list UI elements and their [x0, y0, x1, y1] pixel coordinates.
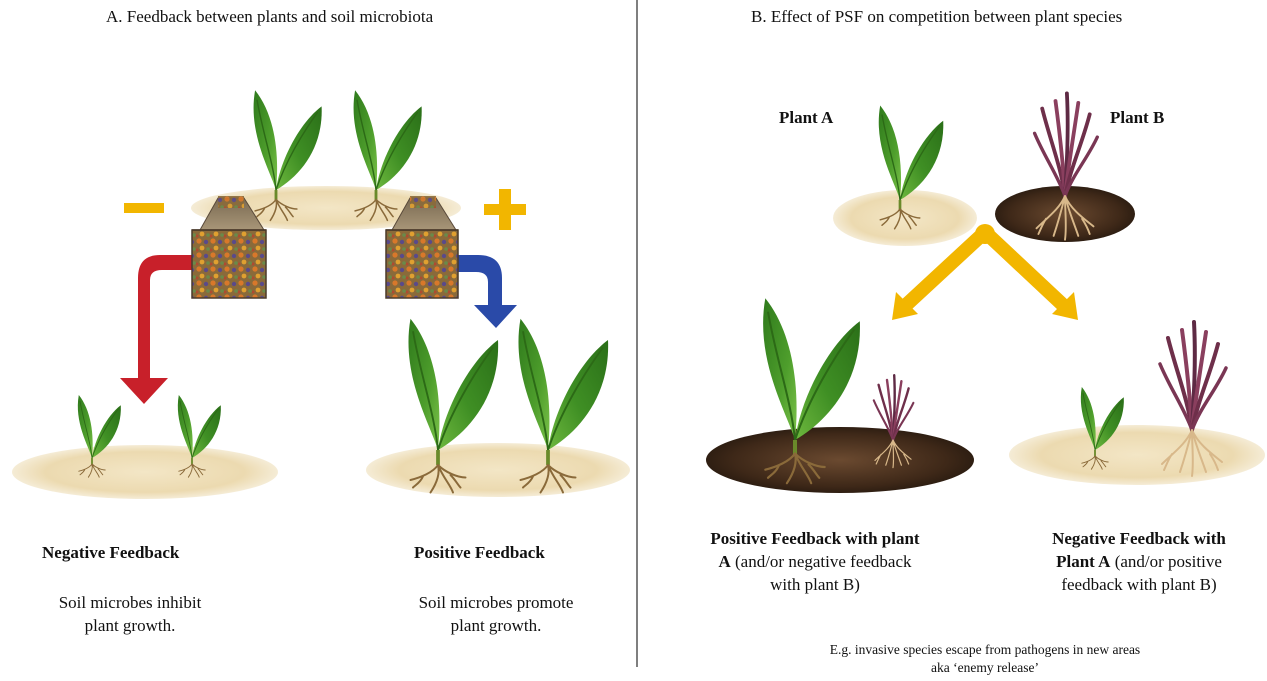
right-outcome-line2-bold: Plant A: [1056, 552, 1110, 571]
footnote-line2: aka ‘enemy release’: [760, 659, 1210, 677]
outcome-right-soil: [1009, 425, 1265, 485]
left-outcome-line3: with plant B): [670, 573, 960, 596]
negative-feedback-heading: Negative Feedback: [42, 543, 179, 563]
footnote-line1: E.g. invasive species escape from pathog…: [760, 641, 1210, 659]
panel-a-title: A. Feedback between plants and soil micr…: [106, 7, 433, 27]
positive-feedback-desc: Soil microbes promote plant growth.: [384, 591, 608, 637]
plus-sign: [484, 189, 526, 230]
pos-soil-disk: [366, 443, 630, 497]
neg-soil-disk: [12, 445, 278, 499]
left-outcome-line1: Positive Feedback with plant: [710, 529, 919, 548]
left-outcome-line2-rest: (and/or negative feedback: [731, 552, 912, 571]
positive-desc-line1: Soil microbes promote: [384, 591, 608, 614]
plant-a-label: Plant A: [779, 108, 833, 128]
negative-feedback-desc: Soil microbes inhibit plant growth.: [20, 591, 240, 637]
red-arrow: [120, 255, 192, 404]
negative-desc-line2: plant growth.: [20, 614, 240, 637]
footnote: E.g. invasive species escape from pathog…: [760, 641, 1210, 677]
left-outcome-text: Positive Feedback with plant A (and/or n…: [670, 527, 960, 596]
panel-a-illustration: [12, 90, 630, 499]
panel-b-illustration: [706, 93, 1265, 493]
left-outcome-line2-bold: A: [718, 552, 730, 571]
plant-b-label: Plant B: [1110, 108, 1164, 128]
outcome-left-soil: [706, 427, 974, 493]
positive-desc-line2: plant growth.: [384, 614, 608, 637]
right-outcome-line2-rest: (and/or positive: [1110, 552, 1221, 571]
positive-feedback-heading: Positive Feedback: [414, 543, 545, 563]
blue-arrow: [458, 255, 517, 328]
panel-b-title: B. Effect of PSF on competition between …: [751, 7, 1122, 27]
negative-desc-line1: Soil microbes inhibit: [20, 591, 240, 614]
minus-sign: [124, 203, 164, 213]
right-outcome-text: Negative Feedback with Plant A (and/or p…: [1010, 527, 1267, 596]
right-outcome-line1: Negative Feedback with: [1052, 529, 1226, 548]
right-outcome-line3: feedback with plant B): [1010, 573, 1267, 596]
